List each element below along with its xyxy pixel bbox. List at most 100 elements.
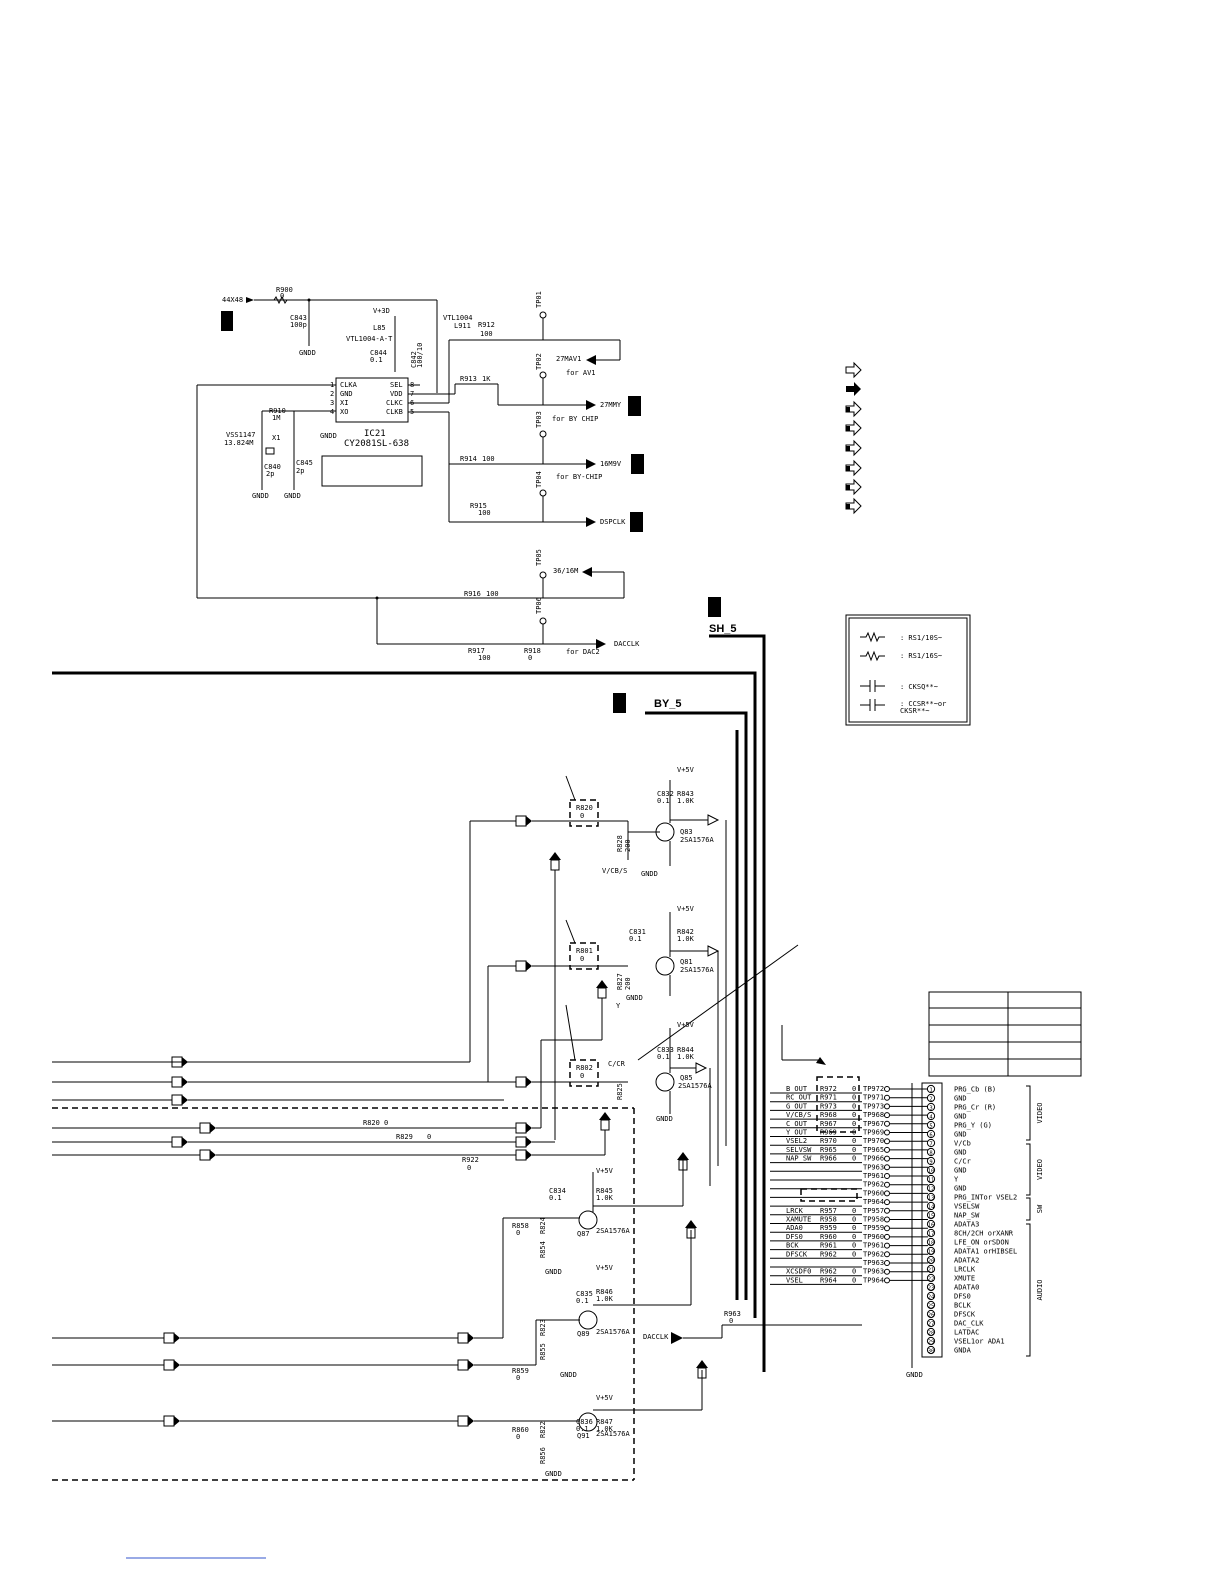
q91-label: Q91 — [577, 1432, 590, 1440]
r845-label: R845 — [596, 1187, 613, 1195]
net-name: ADA0 — [786, 1224, 803, 1232]
r820-dashed — [569, 799, 599, 827]
r847-label: R847 — [596, 1418, 613, 1426]
connector-signal: LFE_ON orSDON — [954, 1239, 1009, 1247]
r900-value: 0 — [280, 292, 284, 300]
connector-pin — [926, 1138, 936, 1148]
tp06-label: TP06 — [535, 597, 543, 614]
test-point-label: TP963 — [863, 1259, 884, 1267]
for-by: for BY CHIP — [552, 415, 598, 423]
net-resistor-value: 0 — [852, 1111, 856, 1119]
legend-inner — [848, 617, 968, 723]
gndd-v1: GNDD — [641, 870, 658, 878]
net-resistor-value: 0 — [852, 1146, 856, 1154]
out-arrow-q81 — [707, 945, 720, 957]
out-27mav1: 27MAV1 — [556, 355, 581, 363]
net-resistor-value: 0 — [852, 1268, 856, 1276]
test-point-label: TP964 — [863, 1276, 884, 1284]
page-marker-27mmy — [628, 396, 641, 416]
q85-part: 2SA1576A — [678, 1082, 713, 1090]
v5v-label-1: V+5V — [677, 766, 695, 774]
test-point — [884, 1268, 890, 1275]
q81-label: Q81 — [680, 958, 693, 966]
c835-value: 0.1 — [576, 1297, 589, 1305]
ic21-label: IC21 — [364, 429, 386, 439]
test-point — [884, 1199, 890, 1206]
net-resistor-value: 0 — [852, 1242, 856, 1250]
connector-pin — [926, 1147, 936, 1157]
connector-signal: LRCLK — [954, 1266, 976, 1274]
crystal-x1 — [265, 447, 275, 455]
group-bracket — [1026, 1223, 1031, 1357]
page-marker-by5 — [613, 693, 626, 713]
connector-signal: GND — [954, 1095, 967, 1103]
r915-value: 100 — [478, 509, 491, 517]
connector-pin — [926, 1282, 936, 1292]
component-legend: : RS1/10S~ : RS1/16S~ : CKSQ**~ : CCSR**… — [845, 614, 971, 726]
legend-c2: : CCSR**~or — [900, 700, 946, 708]
r917-value: 100 — [478, 654, 491, 662]
r828-value: 200 — [624, 839, 632, 852]
y-label: Y — [616, 1002, 621, 1010]
gndd-v2: GNDD — [626, 994, 643, 1002]
connector-pin — [926, 1165, 936, 1175]
legend-r1: : RS1/10S~ — [900, 634, 942, 642]
legend-arrow-open — [845, 361, 862, 379]
connector-pin-number: 13 — [928, 1196, 935, 1202]
connector-signal: XMUTE — [954, 1275, 975, 1283]
tp01-label: TP01 — [535, 291, 543, 308]
connector-pin — [926, 1111, 936, 1121]
connector-pin — [926, 1318, 936, 1328]
pin-num-3: 3 — [330, 399, 334, 407]
test-point — [884, 1207, 890, 1214]
q87-label: Q87 — [577, 1230, 590, 1238]
q85-label: Q85 — [680, 1074, 693, 1082]
tp04-label: TP04 — [535, 471, 543, 488]
connector-signal: DAC_CLK — [954, 1320, 984, 1328]
legend-cap-2 — [860, 699, 885, 711]
v3d-label: V+3D — [373, 307, 390, 315]
q83-label: Q83 — [680, 828, 693, 836]
test-point — [884, 1094, 890, 1101]
c833-value: 0.1 — [657, 1053, 670, 1061]
in-3618m: 36/16M — [553, 567, 578, 575]
page-marker-dspclk — [630, 512, 643, 532]
connector-pin — [926, 1228, 936, 1238]
r802-dashed — [569, 1059, 599, 1087]
ic21-body — [335, 377, 409, 423]
test-point-label: TP973 — [863, 1102, 884, 1110]
r922-label: R922 — [462, 1156, 479, 1164]
pin-clkc: CLKC — [386, 399, 403, 407]
test-point-label: TP958 — [863, 1216, 884, 1224]
test-point-label: TP970 — [863, 1137, 884, 1145]
test-point — [884, 1173, 890, 1179]
pin-xi: XI — [340, 399, 348, 407]
connector-signal: VSELSW — [954, 1203, 980, 1211]
c845-value: 2p — [296, 467, 304, 475]
connector-pin — [926, 1264, 936, 1274]
connector-signal: C/Cr — [954, 1158, 971, 1166]
l85-label: L85 — [373, 324, 386, 332]
net-resistor: R966 — [820, 1155, 837, 1163]
blank-table — [928, 991, 1082, 1077]
for-dac2: for DAC2 — [566, 648, 600, 656]
net-name: V/CB/S — [786, 1111, 811, 1119]
connector-pin-number: 4 — [929, 1115, 933, 1121]
dacclk-arrow — [671, 1332, 683, 1344]
r825-label: R825 — [616, 1083, 624, 1100]
connector-signal: GND — [954, 1131, 967, 1139]
test-point-label: TP967 — [863, 1120, 884, 1128]
connector-signal: ADATA0 — [954, 1284, 979, 1292]
net-name: SELVSW — [786, 1146, 812, 1154]
r842-label: R842 — [677, 928, 694, 936]
test-point — [884, 1251, 890, 1258]
net-resistor: R960 — [820, 1233, 837, 1241]
out-arrow-q85 — [695, 1062, 708, 1074]
net-resistor: R968 — [820, 1111, 837, 1119]
arrow-27mmy — [586, 400, 596, 410]
connector-pin — [926, 1156, 936, 1166]
connector-pin — [926, 1093, 936, 1103]
test-point-label: TP962 — [863, 1250, 884, 1258]
connector-pin-number: 17 — [928, 1232, 935, 1238]
